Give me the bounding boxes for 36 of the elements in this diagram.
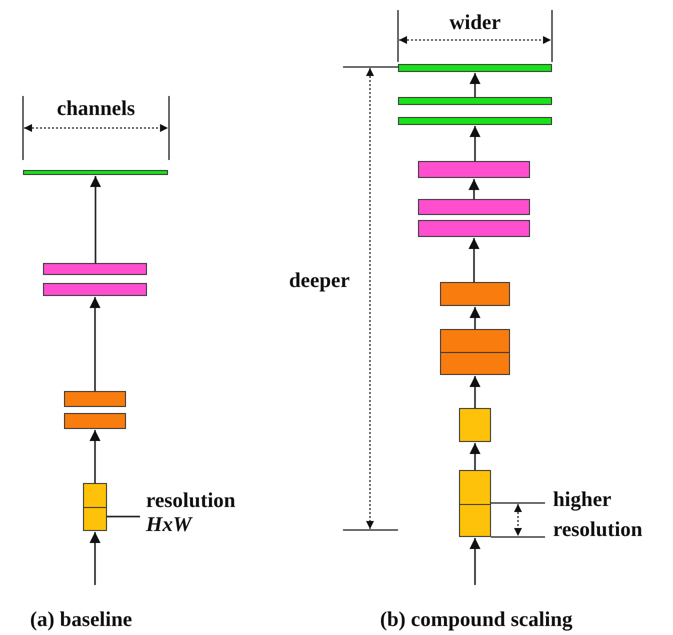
leader-line bbox=[107, 516, 140, 518]
arrow bbox=[470, 126, 480, 161]
dimension-label: wider bbox=[448, 10, 502, 34]
layer-block bbox=[440, 329, 510, 375]
arrow bbox=[90, 176, 101, 263]
arrow bbox=[90, 297, 100, 391]
arrow bbox=[468, 179, 480, 199]
layer-block bbox=[43, 263, 147, 275]
layer-block bbox=[440, 282, 510, 306]
layer-block bbox=[459, 408, 491, 442]
layer-block bbox=[459, 470, 491, 537]
arrow bbox=[470, 376, 480, 408]
dimension-label: channels bbox=[56, 96, 136, 120]
arrow bbox=[470, 443, 480, 470]
dimension-label: deeper bbox=[289, 268, 351, 292]
layer-block bbox=[83, 483, 107, 531]
layer-block bbox=[398, 64, 552, 72]
layer-block bbox=[64, 413, 126, 429]
layer-block bbox=[398, 117, 552, 125]
layer-block bbox=[43, 283, 147, 296]
layer-block bbox=[23, 170, 168, 175]
dimension-label: higher resolution bbox=[553, 486, 644, 543]
arrow bbox=[470, 73, 480, 97]
arrow bbox=[470, 307, 480, 329]
layer-block bbox=[418, 220, 530, 237]
arrow bbox=[470, 538, 480, 585]
layer-block bbox=[398, 97, 552, 105]
arrow bbox=[468, 238, 480, 282]
panel-caption: (b) compound scaling bbox=[380, 607, 574, 631]
layer-block bbox=[64, 391, 126, 407]
arrow bbox=[90, 430, 100, 483]
layer-block bbox=[418, 199, 530, 215]
annotation-text: resolution HxW bbox=[146, 488, 236, 536]
arrow bbox=[90, 532, 100, 585]
panel-caption: (a) baseline bbox=[30, 607, 134, 631]
layer-block bbox=[418, 161, 530, 178]
